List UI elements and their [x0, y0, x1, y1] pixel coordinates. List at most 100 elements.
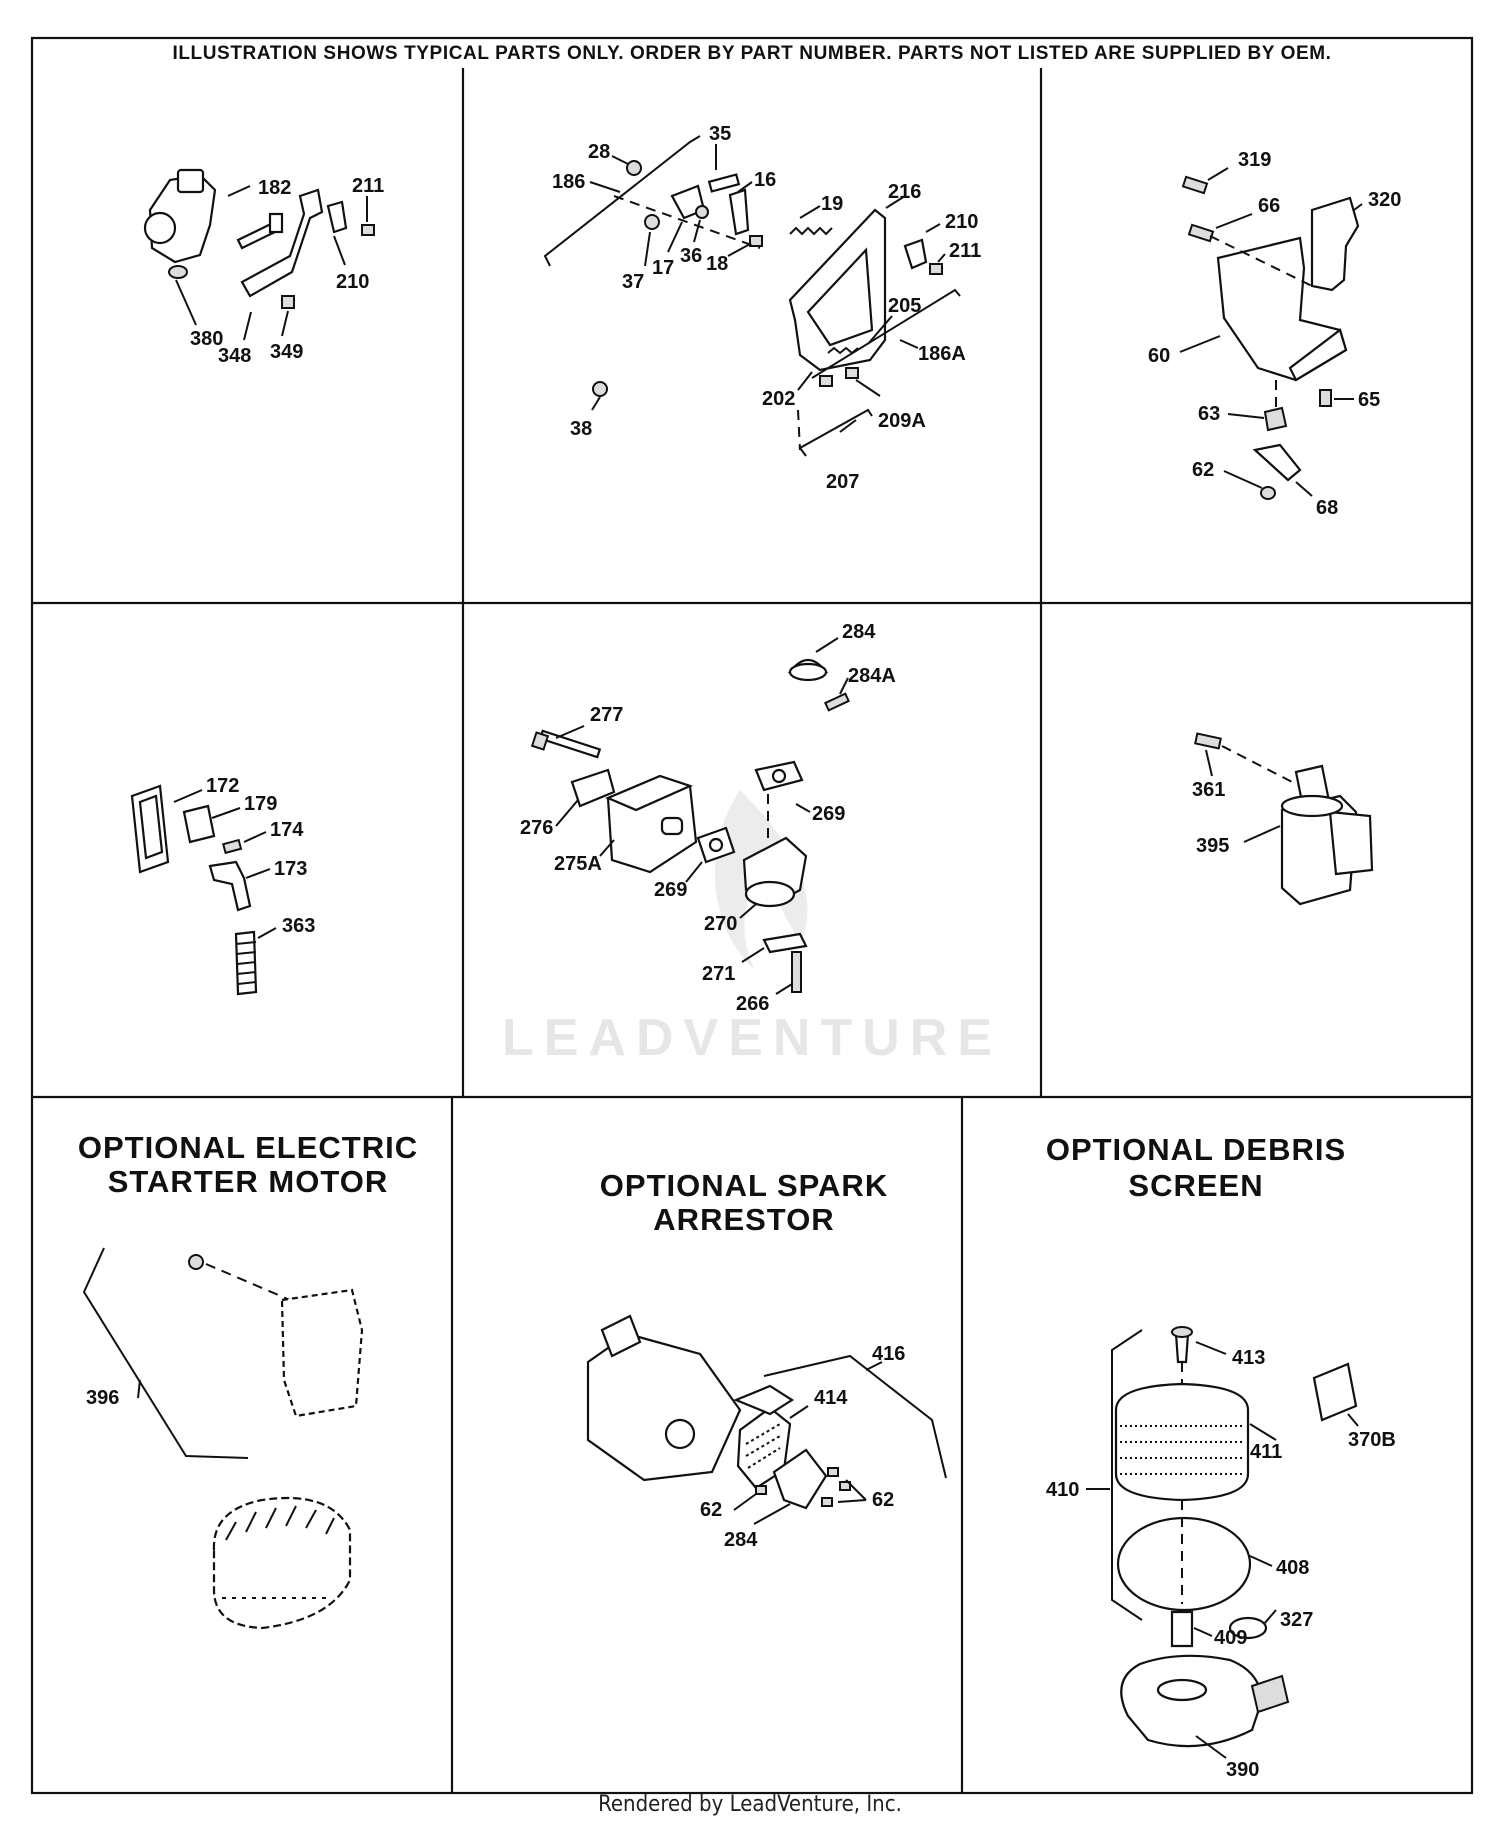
callout-395: 395 — [1196, 835, 1229, 857]
callout-36: 36 — [680, 245, 702, 267]
starter-395-top — [1280, 794, 1344, 818]
callout-63: 63 — [1198, 403, 1220, 425]
bracket-line-410 — [1111, 1329, 1143, 1621]
callout-174: 174 — [270, 819, 304, 841]
bracket-line-416 — [763, 1354, 947, 1479]
callout-284: 284 — [842, 621, 876, 643]
callout-270: 270 — [704, 913, 737, 935]
screw-182-head — [268, 212, 284, 234]
muffler-275A-top — [605, 774, 694, 812]
screw-66 — [1187, 223, 1215, 243]
fastener-413 — [1174, 1332, 1190, 1364]
callout-327: 327 — [1280, 1609, 1313, 1631]
callout-413: 413 — [1232, 1347, 1265, 1369]
bolt-277-head — [530, 731, 550, 751]
diagram-grid — [30, 36, 1474, 1795]
screw-209A-1 — [819, 375, 833, 387]
callout-370B: 370B — [1348, 1429, 1396, 1451]
callout-266: 266 — [736, 993, 769, 1015]
plate-68 — [1252, 443, 1302, 482]
carburetor-callouts: 182 211 210 380 348 349 — [190, 175, 384, 367]
starter-axis — [1221, 745, 1301, 787]
gasket-269-lower-hole — [708, 837, 724, 853]
muffler-assembly — [530, 658, 850, 993]
starter-395-plate — [1328, 810, 1374, 876]
callout-396: 396 — [86, 1387, 119, 1409]
callout-60: 60 — [1148, 345, 1170, 367]
housing-390-hub — [1156, 1678, 1208, 1702]
optional-starter-leaders — [137, 1379, 141, 1399]
governor-leaders — [589, 144, 946, 433]
optional-spark-title: OPTIONAL SPARK ARRESTOR — [600, 1168, 887, 1237]
optional-spark-callouts: 416 414 62 62 284 — [700, 1343, 905, 1551]
callout-62: 62 — [1192, 459, 1214, 481]
fuel-pump-leaders — [173, 789, 277, 939]
callout-276: 276 — [520, 817, 553, 839]
screw-62-a — [755, 1485, 767, 1495]
gov-axis-1 — [613, 195, 761, 249]
callout-390: 390 — [1226, 1759, 1259, 1781]
gasket-408 — [1116, 1516, 1252, 1612]
screw-18 — [749, 235, 763, 247]
callout-182: 182 — [258, 177, 291, 199]
callout-361: 361 — [1192, 779, 1225, 801]
callout-172: 172 — [206, 775, 239, 797]
callout-319: 319 — [1238, 149, 1271, 171]
rod-207 — [798, 408, 873, 457]
screw-209A-2 — [845, 367, 859, 379]
screw-319 — [1181, 175, 1209, 195]
screw-174 — [222, 838, 243, 855]
carburetor-leaders — [175, 185, 368, 341]
starter-assembly — [1194, 732, 1374, 906]
air-cleaner-leaders — [1179, 167, 1363, 497]
watermark-text: LEADVENTURE — [502, 1009, 1002, 1067]
carburetor-assembly — [143, 168, 375, 309]
callout-211: 211 — [352, 175, 384, 197]
callout-411: 411 — [1250, 1441, 1282, 1463]
bolt-35 — [707, 173, 741, 193]
bracket-320 — [1310, 196, 1360, 292]
elbow-173 — [208, 860, 252, 912]
elbow-270-flange — [744, 880, 796, 908]
optional-starter-axis — [205, 1263, 291, 1301]
callout-62-left: 62 — [700, 1499, 722, 1521]
fuel-pump-callouts: 172 179 174 173 363 — [206, 775, 315, 937]
muffler-port — [660, 816, 684, 836]
callout-18: 18 — [706, 253, 728, 275]
spring-205 — [827, 346, 859, 355]
fuel-pump-assembly — [130, 784, 258, 996]
header-note: ILLUSTRATION SHOWS TYPICAL PARTS ONLY. O… — [172, 43, 1331, 64]
callout-349: 349 — [270, 341, 303, 363]
optional-starter-title-line1: OPTIONAL ELECTRIC — [78, 1130, 418, 1165]
optional-spark-title-line2: ARRESTOR — [653, 1202, 834, 1237]
optional-debris-callouts: 413 370B 411 410 408 327 409 390 — [1046, 1347, 1396, 1781]
fastener-413-head — [1171, 1326, 1193, 1338]
carburetor-bowl-nut — [168, 265, 188, 279]
starter-leaders — [1205, 749, 1281, 843]
optional-starter-bolt — [188, 1254, 204, 1270]
callout-408: 408 — [1276, 1557, 1309, 1579]
clip-210-gov — [903, 238, 928, 270]
screen-414-mesh — [745, 1423, 781, 1469]
nut-28 — [626, 160, 642, 176]
spark-muffler — [586, 1332, 742, 1482]
callout-277: 277 — [590, 704, 623, 726]
callout-207: 207 — [826, 471, 859, 493]
bracket-line-396 — [82, 1247, 249, 1459]
callout-271: 271 — [702, 963, 735, 985]
governor-assembly — [543, 135, 961, 457]
callout-210: 210 — [336, 271, 369, 293]
spring-363-coils — [235, 941, 257, 985]
spacer-409 — [1170, 1610, 1194, 1648]
callout-179: 179 — [244, 793, 277, 815]
starter-callouts: 361 395 — [1192, 779, 1229, 857]
muffler-callouts: 284 284A 277 269 276 275A 269 270 271 26… — [520, 621, 896, 1015]
optional-debris-screen-assembly — [1111, 1326, 1358, 1748]
nut-37 — [644, 214, 660, 230]
callout-269-lower: 269 — [654, 879, 687, 901]
callout-19: 19 — [821, 193, 843, 215]
callout-211-gov: 211 — [949, 240, 981, 262]
flame-logo-icon — [714, 790, 808, 970]
callout-68: 68 — [1316, 497, 1338, 519]
callout-284-spark: 284 — [724, 1529, 758, 1551]
